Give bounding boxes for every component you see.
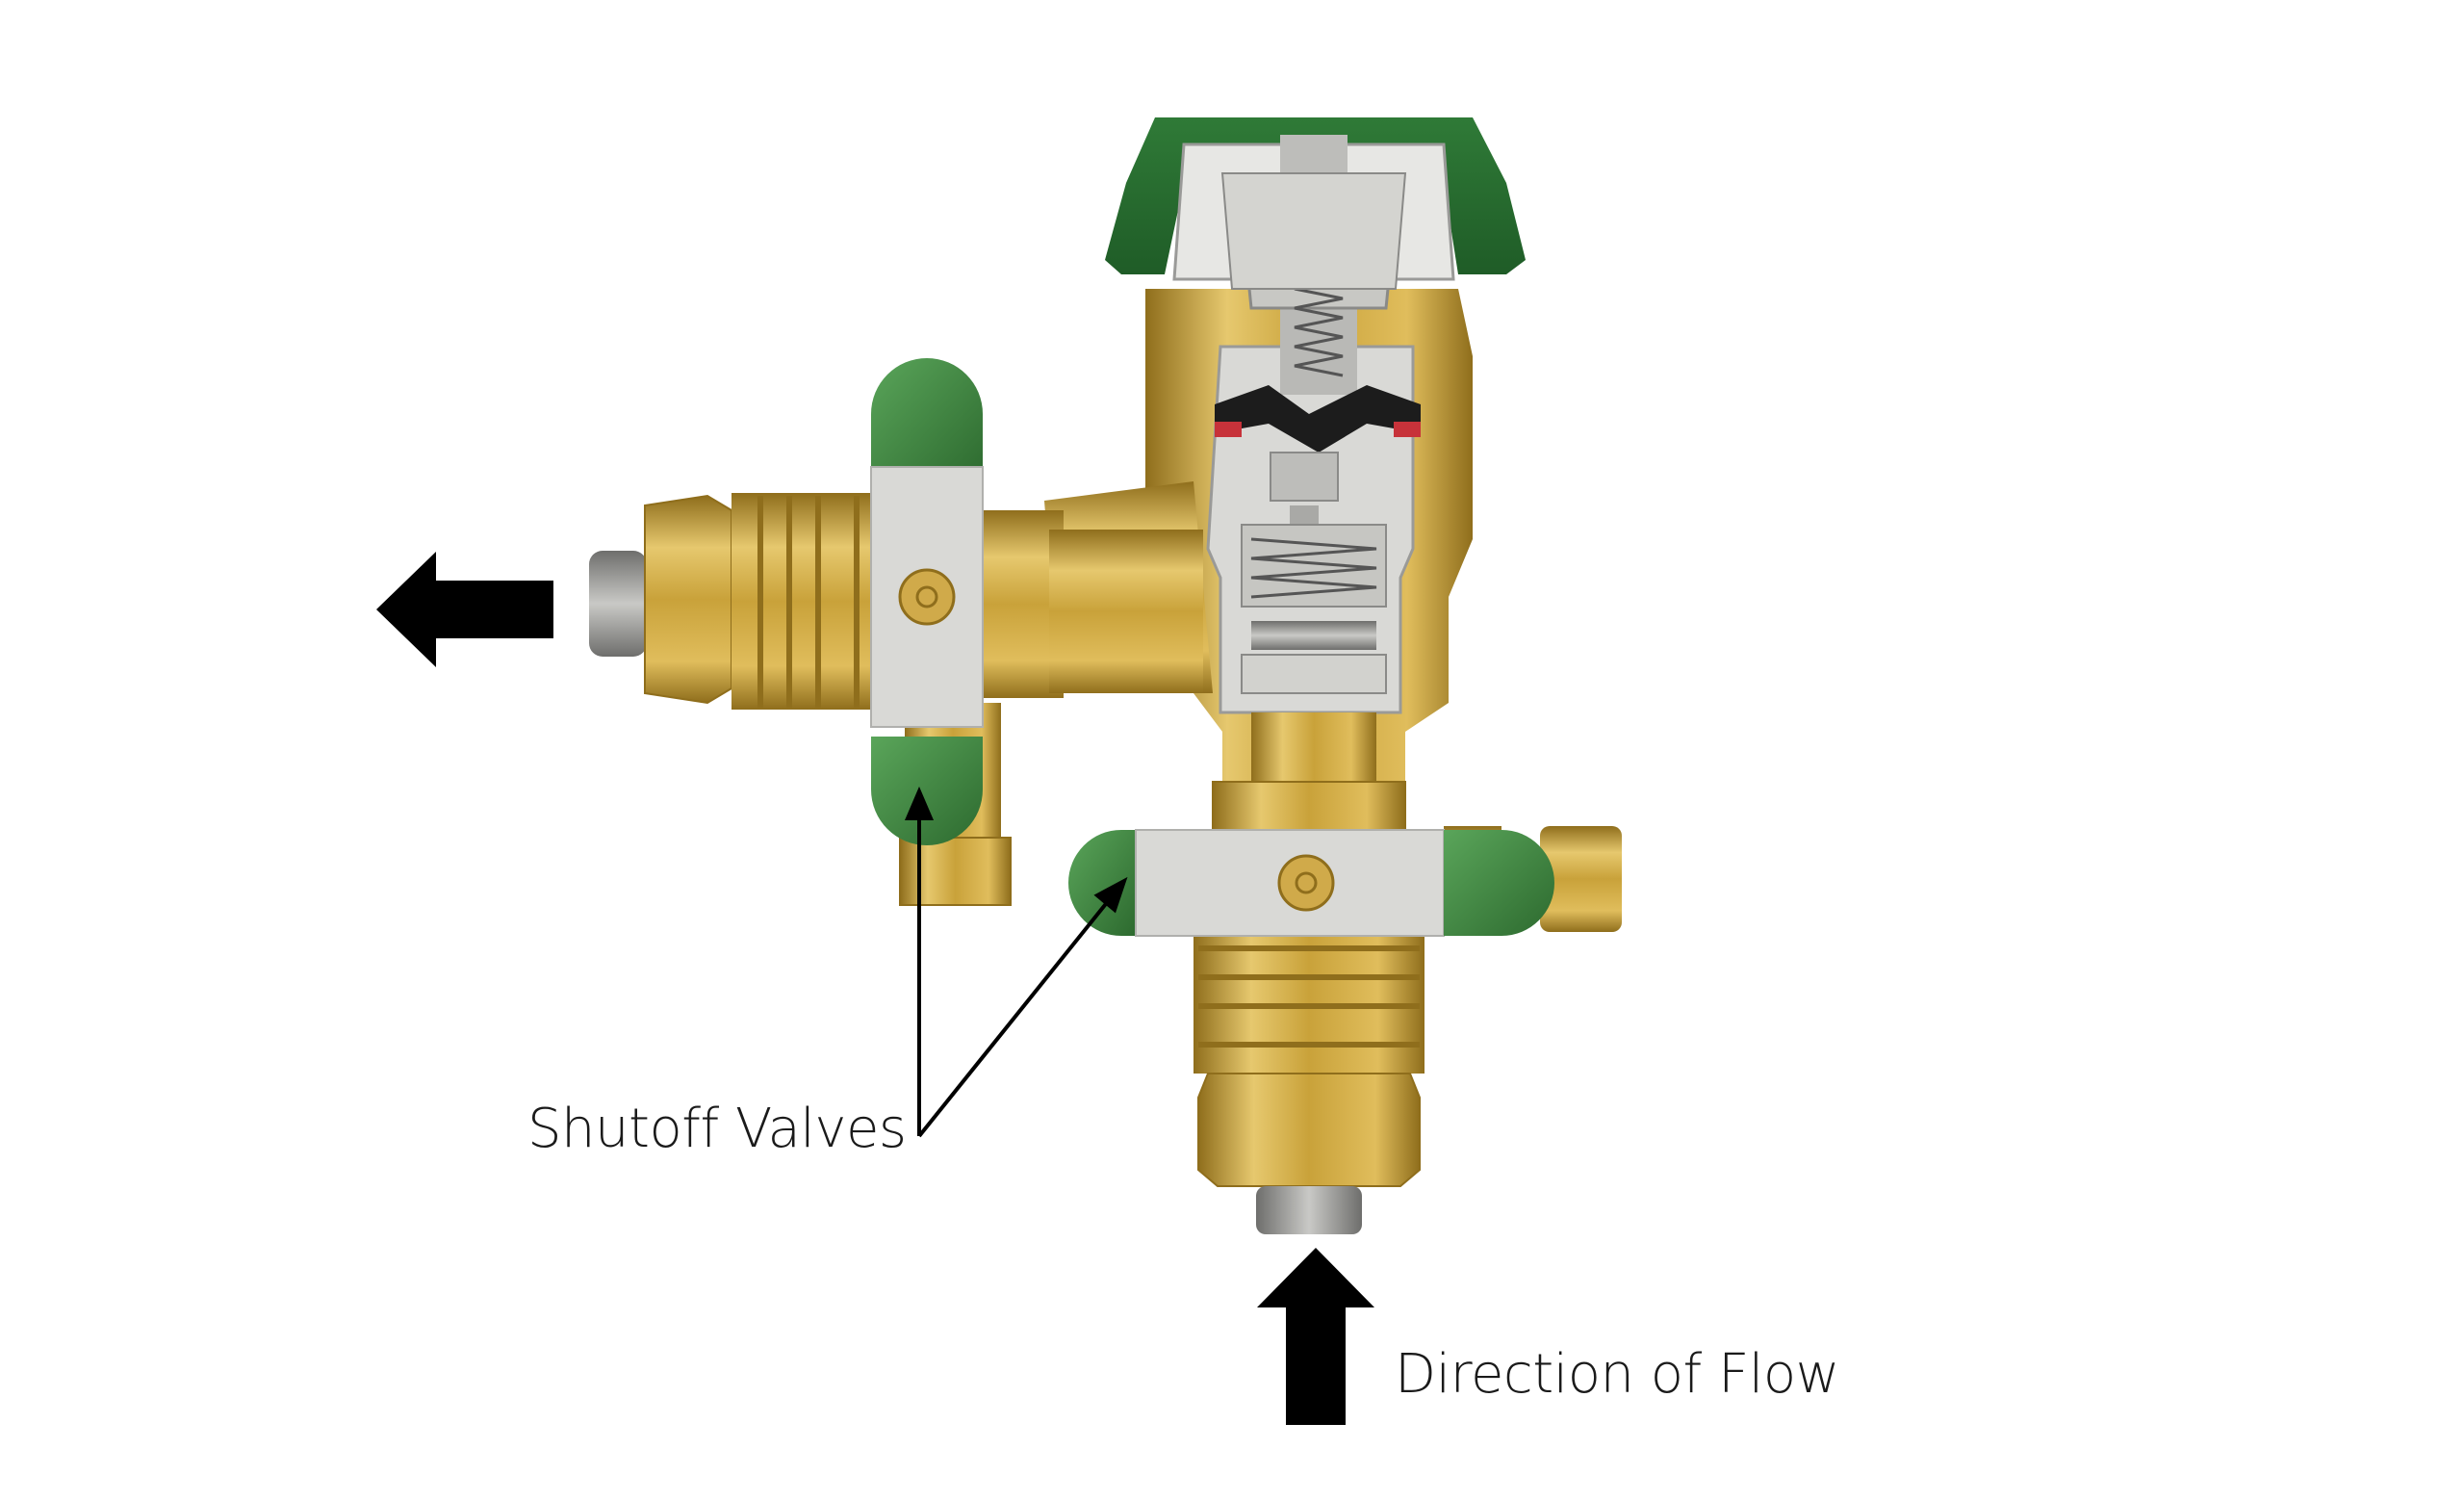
direction-of-flow-label: Direction of Flow (1395, 1343, 1839, 1406)
left-outlet-coupling (589, 493, 1203, 906)
shutoff-valves-label: Shutoff Valves (527, 1098, 907, 1160)
arrow-up-icon (1257, 1248, 1374, 1425)
arrow-left-icon (376, 552, 553, 667)
shutoff-leader-lines (904, 786, 1128, 1138)
bottom-shutoff-valve (1068, 829, 1554, 937)
green-cap (1105, 117, 1526, 290)
left-shutoff-valve (870, 358, 984, 845)
main-body (1044, 210, 1473, 845)
